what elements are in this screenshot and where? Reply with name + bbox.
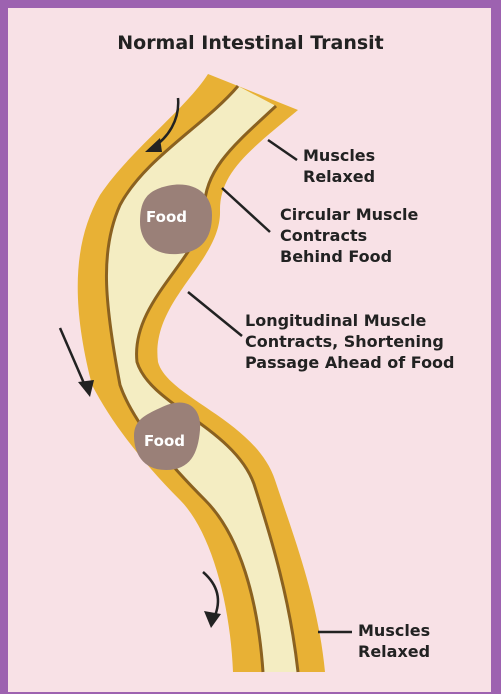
food-label-top: Food <box>146 208 187 226</box>
leader-longitudinal <box>188 292 242 336</box>
label-longitudinal-muscle: Longitudinal Muscle Contracts, Shortenin… <box>245 310 455 373</box>
arrow-bottom <box>203 572 218 618</box>
food-label-bottom: Food <box>144 432 185 450</box>
leader-muscles-relaxed-top <box>268 140 297 160</box>
label-circular-muscle: Circular Muscle Contracts Behind Food <box>280 204 418 267</box>
leader-circular <box>222 188 270 232</box>
label-muscles-relaxed-top: Muscles Relaxed <box>303 145 375 187</box>
label-muscles-relaxed-bottom: Muscles Relaxed <box>358 620 430 662</box>
arrow-bottom-head <box>204 611 221 628</box>
arrow-middle-head <box>78 380 94 397</box>
